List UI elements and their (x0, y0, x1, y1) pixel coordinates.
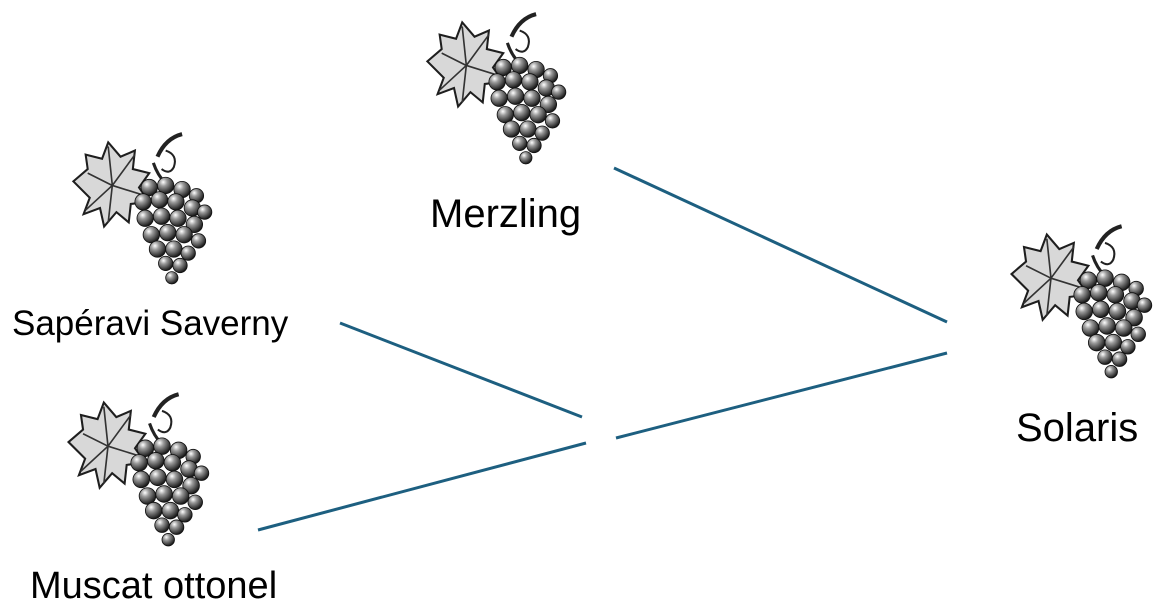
edge-saperavi-cross (339, 321, 583, 419)
grape-cluster-icon (58, 388, 212, 548)
edge-cross-solaris (615, 351, 948, 440)
grape-cluster-icon (416, 8, 570, 166)
grape-cluster-icon (1000, 220, 1156, 380)
edge-muscat-cross (257, 441, 587, 532)
node-label-saperavi-saverny: Sapéravi Saverny (12, 304, 289, 343)
node-label-solaris: Solaris (1016, 406, 1139, 450)
node-label-muscat-ottonel: Muscat ottonel (30, 565, 278, 607)
edge-merzling-solaris (613, 166, 948, 324)
grape-cluster-icon (62, 128, 216, 286)
node-label-merzling: Merzling (430, 192, 582, 236)
